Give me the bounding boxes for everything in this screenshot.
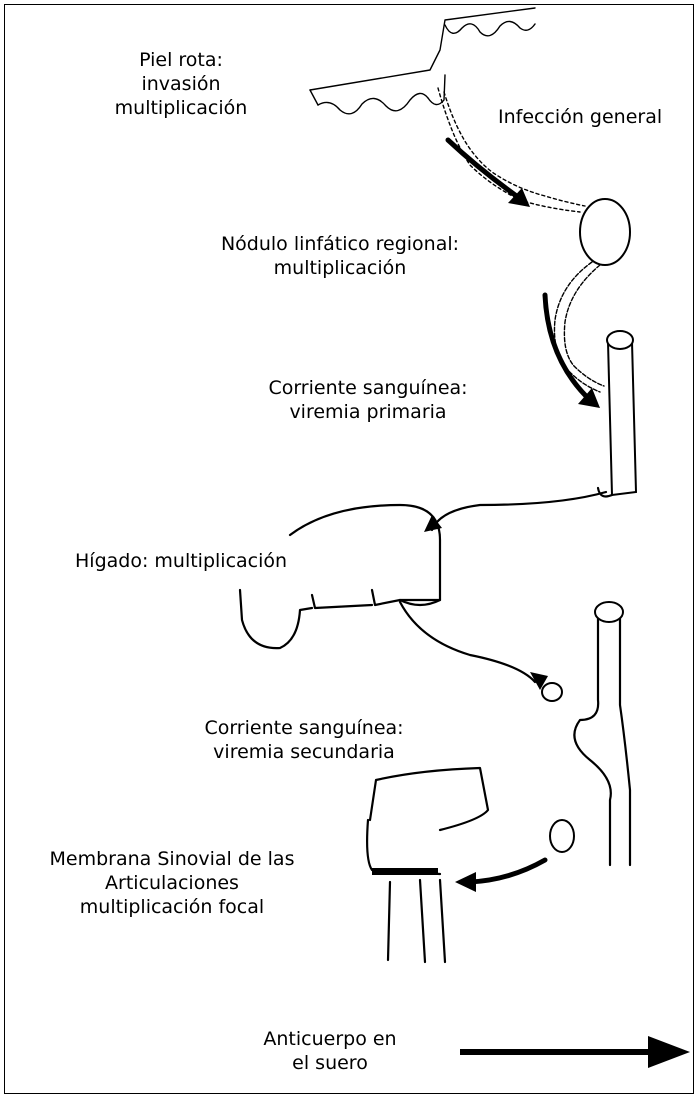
lymph-node-label-line2: multiplicación: [273, 257, 407, 279]
blood-primary-label-line2: viremia primaria: [289, 401, 447, 423]
lymph-node-drawing: [579, 198, 631, 266]
broken-skin-drawing: [309, 7, 586, 213]
synovial-label-line2: Articulaciones: [105, 872, 239, 894]
antibody-label-line2: el suero: [292, 1052, 368, 1074]
blood-vessel-primary: [430, 330, 638, 532]
arrow-node-to-blood: [542, 292, 600, 408]
skin-label-line1: Piel rota:: [139, 49, 223, 71]
skin-label-line3: multiplicación: [114, 97, 248, 119]
lymph-node-label: Nódulo linfático regional: multiplicació…: [215, 232, 465, 280]
skin-label: Piel rota: invasión multiplicación: [96, 48, 266, 120]
synovial-label-line3: multiplicación focal: [79, 896, 265, 918]
blood-secondary-label-line1: Corriente sanguínea:: [204, 717, 404, 739]
blood-secondary-label: Corriente sanguínea: viremia secundaria: [184, 716, 424, 764]
blood-primary-label-line1: Corriente sanguínea:: [268, 377, 468, 399]
diagram-frame: [4, 4, 694, 1094]
general-infection-label: Infección general: [498, 106, 663, 128]
antibody-label-line1: Anticuerpo en: [263, 1028, 397, 1050]
synovial-label: Membrana Sinovial de las Articulaciones …: [22, 847, 322, 919]
antibody-label: Anticuerpo en el suero: [255, 1027, 405, 1075]
synovial-label-line1: Membrana Sinovial de las: [49, 848, 295, 870]
lymph-node-label-line1: Nódulo linfático regional:: [220, 233, 460, 255]
blood-vessel-secondary: [541, 601, 632, 867]
arrow-skin-to-node: [445, 137, 530, 207]
knee-joint-drawing: [366, 766, 548, 964]
skin-label-line2: invasión: [141, 73, 221, 95]
antibody-arrow: [460, 1036, 690, 1068]
liver-drawing: [238, 503, 442, 650]
blood-primary-label: Corriente sanguínea: viremia primaria: [248, 376, 488, 424]
blood-secondary-label-line2: viremia secundaria: [213, 741, 395, 763]
liver-label: Hígado: multiplicación: [75, 550, 288, 572]
